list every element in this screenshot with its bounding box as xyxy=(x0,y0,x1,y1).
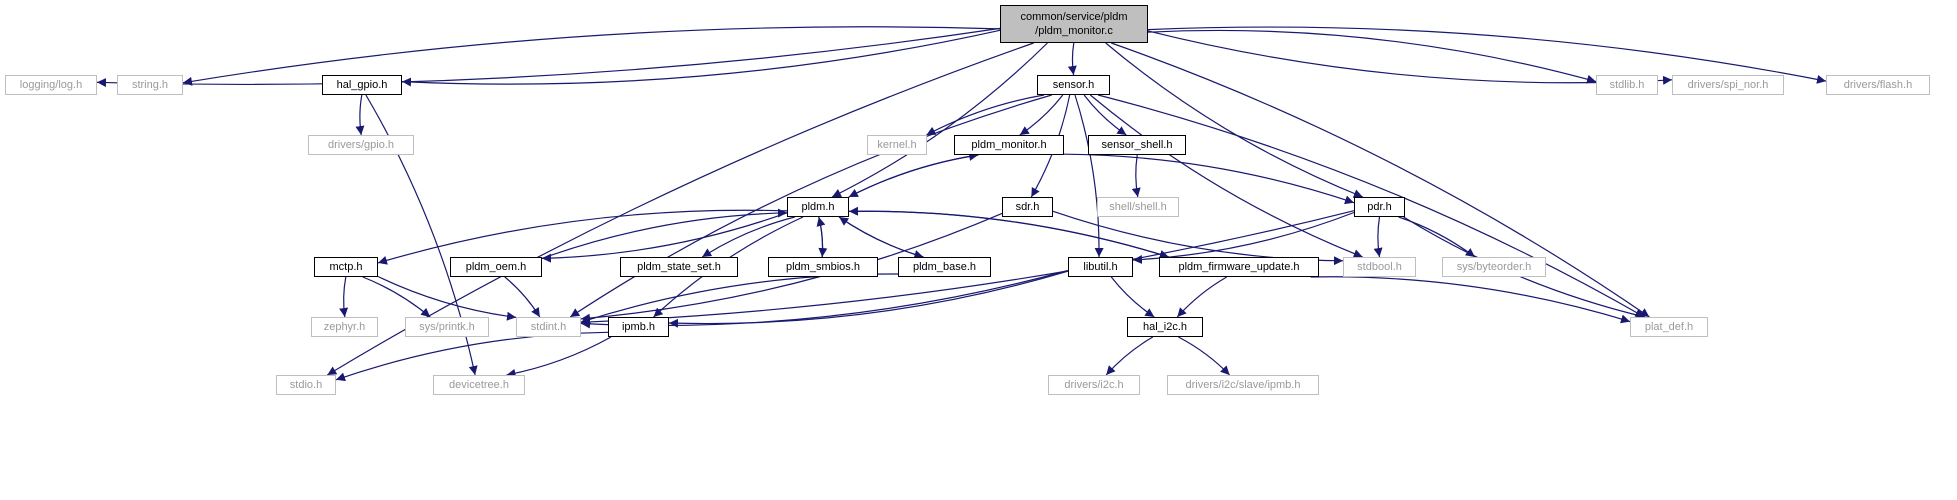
edge-pdr-to-stdbool xyxy=(1373,216,1383,258)
node-plat-def[interactable]: plat_def.h xyxy=(1630,317,1708,337)
edge-sensor-to-stdbool xyxy=(1089,94,1363,258)
edge-libutil-to-hal_i2c xyxy=(1110,276,1155,318)
edge-hal_gpio-to-drv_gpio xyxy=(355,94,365,136)
edge-hal_i2c-to-drv_i2c xyxy=(1105,336,1154,376)
edge-root-to-string xyxy=(182,26,1001,86)
edge-pldm_fw-to-hal_i2c xyxy=(1176,276,1227,318)
edge-sdr-to-stdint xyxy=(580,212,1003,323)
edge-sensor_shell-to-shell xyxy=(1131,154,1141,198)
edge-pldm-to-pldm_base xyxy=(838,216,924,259)
root-label-line2: /pldm_monitor.c xyxy=(1035,25,1113,37)
root-label-line1: common/service/pldm xyxy=(1020,11,1128,23)
node-flash[interactable]: drivers/flash.h xyxy=(1826,75,1930,95)
node-shell[interactable]: shell/shell.h xyxy=(1097,197,1179,217)
edge-libutil-to-ipmb xyxy=(668,270,1069,328)
edge-mctp-to-printk xyxy=(362,276,431,318)
edge-pdr-to-stdint xyxy=(580,210,1355,327)
edge-pldm-to-pldm_oem xyxy=(541,212,788,263)
edge-hal_i2c-to-slave_ipmb xyxy=(1178,336,1231,376)
node-ipmb[interactable]: ipmb.h xyxy=(608,317,669,337)
edge-root-to-plat_def xyxy=(1111,42,1650,318)
edge-root-to-pdr xyxy=(1105,42,1364,198)
edge-sensor-to-kernel xyxy=(926,94,1045,136)
node-spi-nor[interactable]: drivers/spi_nor.h xyxy=(1672,75,1784,95)
edge-root-to-sensor xyxy=(1067,42,1077,76)
node-sensor[interactable]: sensor.h xyxy=(1037,75,1110,95)
edge-sensor-to-sensor_shell xyxy=(1083,94,1127,136)
node-drivers-i2c[interactable]: drivers/i2c.h xyxy=(1048,375,1140,395)
node-drivers-gpio[interactable]: drivers/gpio.h xyxy=(308,135,414,155)
edge-ipmb-to-stdio xyxy=(335,331,609,382)
edge-sensor-to-plat_def xyxy=(1097,94,1645,318)
node-sdr[interactable]: sdr.h xyxy=(1002,197,1053,217)
node-pldm-monitor[interactable]: pldm_monitor.h xyxy=(954,135,1064,155)
node-zephyr[interactable]: zephyr.h xyxy=(311,317,378,337)
node-pdr[interactable]: pdr.h xyxy=(1354,197,1405,217)
node-kernel[interactable]: kernel.h xyxy=(867,135,927,155)
edge-pldm_fw-to-plat_def xyxy=(1310,276,1631,324)
edge-sensor-to-stdint xyxy=(569,94,1052,318)
node-hal-gpio[interactable]: hal_gpio.h xyxy=(322,75,402,95)
edge-pldm_monitor-to-pldm xyxy=(848,154,979,198)
edge-sensor-to-pldm_monitor xyxy=(1019,94,1064,136)
node-hal-i2c[interactable]: hal_i2c.h xyxy=(1127,317,1203,337)
edge-pldm_base-to-stdint xyxy=(580,273,899,324)
node-byteorder[interactable]: sys/byteorder.h xyxy=(1442,257,1546,277)
edge-mctp-to-stdint xyxy=(377,275,517,321)
node-sensor-shell[interactable]: sensor_shell.h xyxy=(1088,135,1186,155)
edge-pldm-to-pldm_fw xyxy=(848,210,1169,259)
node-root[interactable]: common/service/pldm /pldm_monitor.c xyxy=(1000,5,1148,43)
edge-root-to-pldm xyxy=(831,42,1048,198)
edge-pldm_smbios-to-pldm xyxy=(816,216,826,258)
node-libutil[interactable]: libutil.h xyxy=(1068,257,1133,277)
node-mctp[interactable]: mctp.h xyxy=(314,257,378,277)
node-pldm-smbios[interactable]: pldm_smbios.h xyxy=(768,257,878,277)
edge-sensor-to-libutil xyxy=(1074,94,1104,258)
node-stdlib[interactable]: stdlib.h xyxy=(1596,75,1658,95)
edge-root-to-flash xyxy=(1147,26,1827,84)
edge-ipmb-to-devicetree xyxy=(506,336,612,378)
node-stdio[interactable]: stdio.h xyxy=(276,375,336,395)
node-pldm[interactable]: pldm.h xyxy=(787,197,849,217)
edge-mctp-to-zephyr xyxy=(339,276,349,318)
node-pldm-state-set[interactable]: pldm_state_set.h xyxy=(620,257,738,277)
node-stdbool[interactable]: stdbool.h xyxy=(1343,257,1416,277)
node-slave-ipmb[interactable]: drivers/i2c/slave/ipmb.h xyxy=(1167,375,1319,395)
edge-pldm-to-pldm_monitor xyxy=(848,151,979,198)
node-string[interactable]: string.h xyxy=(117,75,183,95)
node-stdint[interactable]: stdint.h xyxy=(516,317,581,337)
edge-root-to-stdlib xyxy=(1147,29,1597,84)
edge-pdr-to-byteorder xyxy=(1398,216,1476,258)
node-pldm-oem[interactable]: pldm_oem.h xyxy=(450,257,542,277)
node-devicetree[interactable]: devicetree.h xyxy=(433,375,525,395)
edge-pldm-to-pldm_state_set xyxy=(701,216,795,258)
edge-pldm_oem-to-stdint xyxy=(504,276,541,318)
edge-pldm-to-mctp xyxy=(377,209,788,265)
node-log[interactable]: logging/log.h xyxy=(5,75,97,95)
edge-root-to-spi_nor xyxy=(1147,30,1673,85)
node-pldm-base[interactable]: pldm_base.h xyxy=(898,257,991,277)
node-pldm-firmware-update[interactable]: pldm_firmware_update.h xyxy=(1159,257,1319,277)
edge-pldm_oem-to-pldm xyxy=(541,208,788,259)
node-printk[interactable]: sys/printk.h xyxy=(405,317,489,337)
edge-pldm_fw-to-pldm xyxy=(848,206,1169,258)
edge-pldm_base-to-pldm xyxy=(838,216,924,258)
edge-root-to-log xyxy=(96,27,1001,88)
edge-pldm_monitor-to-pdr xyxy=(1063,153,1355,205)
edge-root-to-hal_gpio xyxy=(401,29,1001,87)
